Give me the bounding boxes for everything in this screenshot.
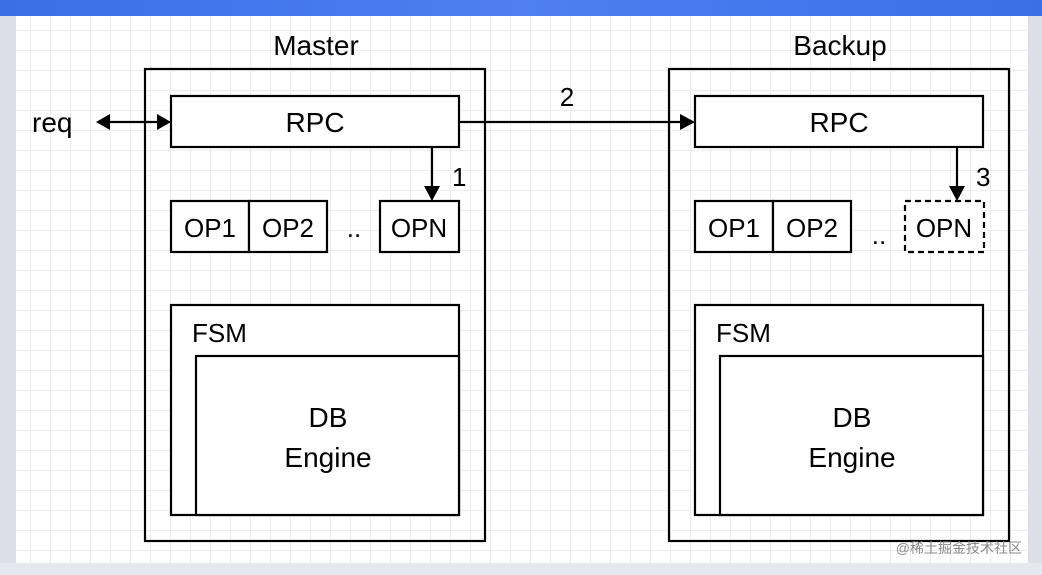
backup-op1-box [693,199,775,254]
master-db-engine-line1: DB [309,402,348,433]
site-watermark: @稀土掘金技术社区 [896,540,1022,556]
master-title: Master [273,30,359,61]
master-opn-label: OPN [391,213,447,243]
step-3-arrow: 3 [949,147,990,201]
backup-db-engine-line1: DB [833,402,872,433]
bottom-band [0,563,1042,575]
backup-ops-ellipsis: .. [872,220,886,250]
master-op2-box [247,199,329,254]
master-db-engine-line2: Engine [284,442,371,473]
backup-rpc-label: RPC [809,107,868,138]
arrowhead-right [157,114,171,130]
master-op1-label: OP1 [184,213,236,243]
top-color-band [0,0,1042,16]
master-fsm-label: FSM [192,318,247,348]
step-2-arrow: 2 [459,82,695,130]
step-2-label: 2 [560,82,574,112]
master-node: Master RPC OP1 OP2 .. OPN FSM DB Engine [143,30,487,543]
backup-op2-label: OP2 [786,213,838,243]
backup-opn-box-pending [903,199,986,254]
backup-op1-label: OP1 [708,213,760,243]
master-op1-box [169,199,251,254]
master-opn-box [378,199,461,254]
master-rpc-box [169,94,461,149]
backup-fsm-label: FSM [716,318,771,348]
backup-db-engine-line2: Engine [808,442,895,473]
backup-node: Backup RPC OP1 OP2 .. OPN FSM DB Engine [667,30,1011,543]
step-1-arrow: 1 [424,147,466,201]
backup-op2-box [771,199,853,254]
backup-container [667,67,1011,543]
request-label: req [32,107,72,138]
master-db-engine-box [194,354,461,517]
backup-title: Backup [793,30,886,61]
master-op2-label: OP2 [262,213,314,243]
step-3-label: 3 [976,162,990,192]
request-arrow: req [32,107,171,138]
backup-rpc-box [693,94,985,149]
arrowhead-left [96,114,110,130]
backup-opn-label: OPN [916,213,972,243]
master-rpc-label: RPC [285,107,344,138]
master-ops-ellipsis: .. [347,213,361,243]
backup-db-engine-box [718,354,985,517]
step-1-label: 1 [452,162,466,192]
master-container [143,67,487,543]
